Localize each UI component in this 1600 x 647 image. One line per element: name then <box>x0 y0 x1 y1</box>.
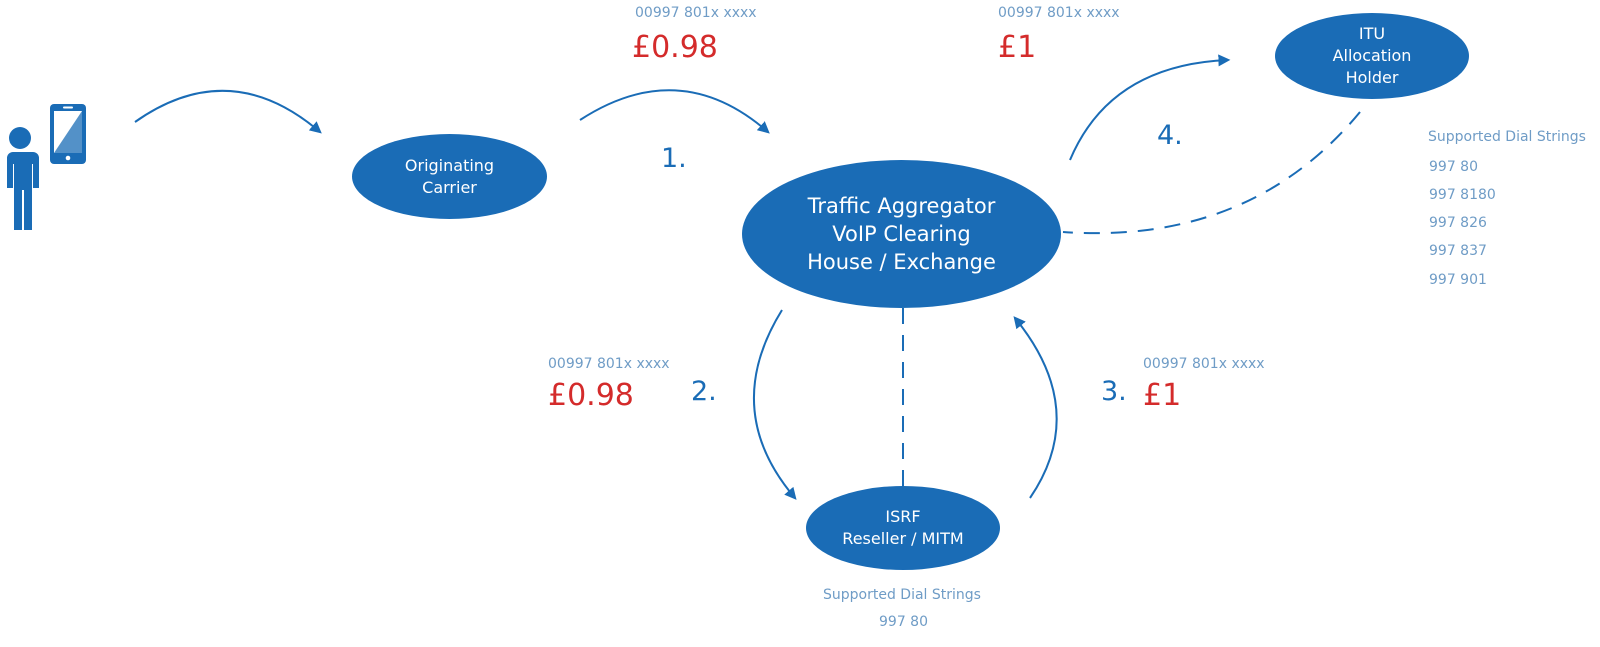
node-label-line: Traffic Aggregator <box>807 194 996 218</box>
step-3-label: 3. <box>1101 376 1127 407</box>
dashed-link-itu-aggregator <box>1062 111 1361 235</box>
step-3-dial-string: 00997 801x xxxx <box>1143 356 1265 372</box>
node-label-line: ITU <box>1358 24 1386 43</box>
node-label-line: Reseller / MITM <box>842 529 964 548</box>
caller <box>7 104 86 230</box>
arrow-isrf-to-aggregator <box>1013 316 1058 499</box>
itu-supported-title: Supported Dial Strings <box>1428 129 1586 145</box>
node-itu-allocation-holder: ITU Allocation Holder <box>1275 13 1469 99</box>
step-4-label: 4. <box>1157 120 1183 151</box>
node-label-line: Originating <box>404 155 495 175</box>
arrow-aggregator-to-itu <box>1069 54 1231 161</box>
itu-supported-item: 997 8180 <box>1429 187 1496 203</box>
step-2-label: 2. <box>691 376 717 407</box>
step-1-price: £0.98 <box>632 30 718 65</box>
node-label-line: VoIP Clearing <box>832 222 971 246</box>
arrow-user-to-carrier <box>134 89 322 134</box>
node-originating-carrier: Originating Carrier <box>352 134 547 219</box>
node-label-line: House / Exchange <box>807 250 996 274</box>
node-traffic-aggregator: Traffic Aggregator VoIP Clearing House /… <box>742 160 1061 308</box>
itu-supported-item: 997 901 <box>1429 272 1487 288</box>
isrf-supported-title: Supported Dial Strings <box>823 587 981 603</box>
smartphone-icon <box>50 104 86 164</box>
isrf-supported-item: 997 80 <box>879 614 928 630</box>
step-2-price: £0.98 <box>548 378 634 413</box>
itu-supported-item: 997 826 <box>1429 215 1487 231</box>
step-1-dial-string: 00997 801x xxxx <box>635 5 757 21</box>
node-label-line: Allocation <box>1332 46 1412 65</box>
arrow-carrier-to-aggregator <box>579 89 770 134</box>
step-4-dial-string: 00997 801x xxxx <box>998 5 1120 21</box>
step-2-dial-string: 00997 801x xxxx <box>548 356 670 372</box>
step-1-label: 1. <box>661 143 687 174</box>
node-label-line: Holder <box>1345 68 1399 87</box>
step-3-price: £1 <box>1143 378 1182 413</box>
node-label-line: Carrier <box>422 177 477 197</box>
person-icon <box>7 127 39 230</box>
step-4-price: £1 <box>998 30 1037 65</box>
arrow-aggregator-to-isrf <box>752 309 797 500</box>
itu-supported-item: 997 837 <box>1429 243 1487 259</box>
node-isrf-reseller: ISRF Reseller / MITM <box>806 486 1000 570</box>
node-label-line: ISRF <box>885 507 921 526</box>
itu-supported-item: 997 80 <box>1429 159 1478 175</box>
